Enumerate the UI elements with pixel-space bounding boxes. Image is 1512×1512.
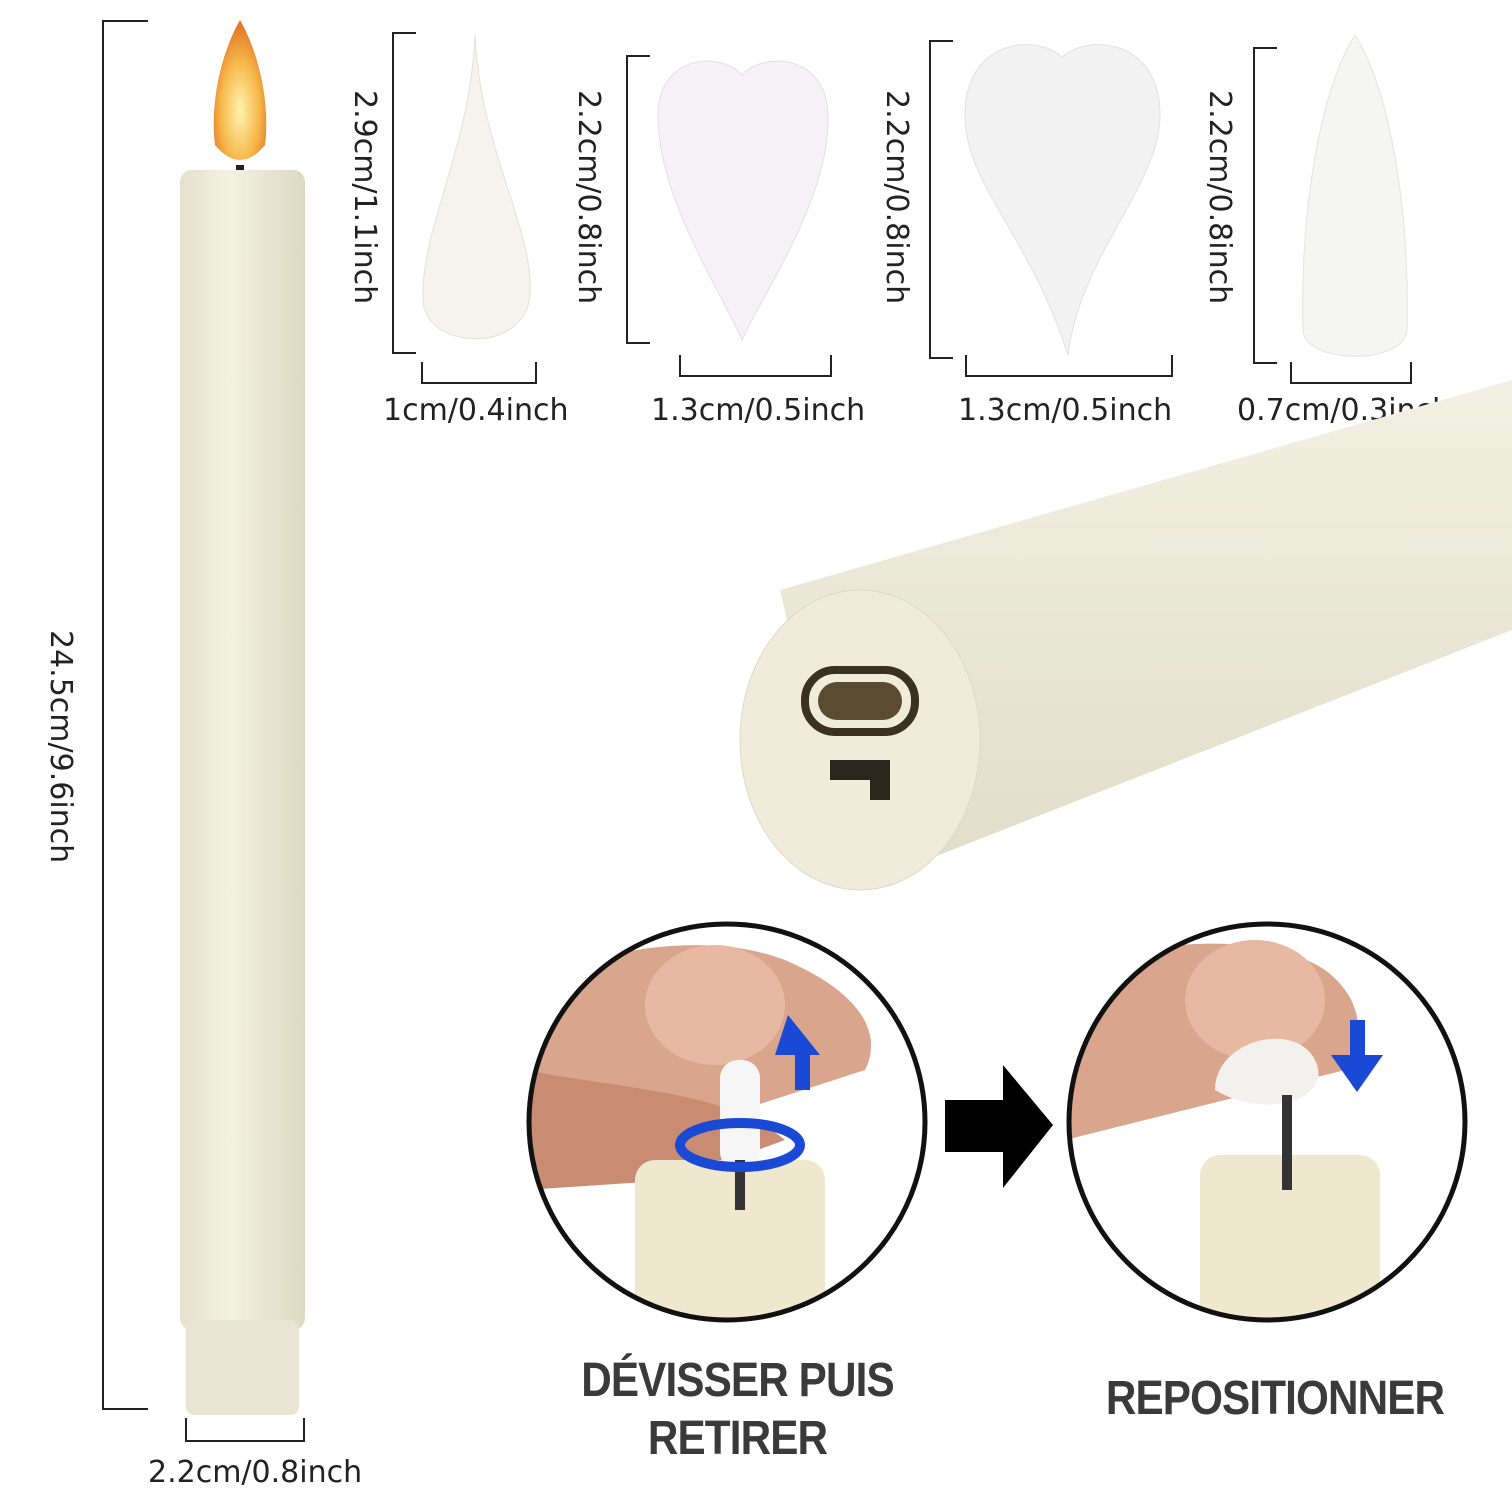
flame3-width-label: 1.3cm/0.5inch [958,393,1173,428]
down-arrow-icon [1331,1020,1383,1092]
bullet-flame [1302,34,1408,357]
next-step-arrow-icon [945,1065,1053,1188]
long-heart-flame [964,44,1161,356]
flame4-height-label: 2.2cm/0.8inch [1202,90,1237,305]
width-bracket [185,1418,305,1442]
candle-base-closeup [739,380,1512,891]
step2-caption: REPOSITIONNER [1105,1372,1445,1425]
flame4-height-bracket [1253,47,1277,364]
flame2-height-bracket [626,55,650,344]
up-arrow-icon [775,1015,820,1090]
flame2-height-label: 2.2cm/0.8inch [571,90,606,305]
candle-height-label: 24.5cm/9.6inch [43,630,78,864]
heart-flame [657,60,829,342]
candle-width-label: 2.2cm/0.8inch [148,1455,363,1490]
flame3-width-bracket [965,355,1173,377]
flame-icon [213,20,267,160]
flame2-width-bracket [679,355,832,377]
flame4-width-bracket [1290,362,1412,384]
flame3-height-label: 2.2cm/0.8inch [879,90,914,305]
step1-unscrew-image [526,921,928,1323]
flame1-height-bracket [392,32,416,354]
switch-icon [830,760,890,800]
rotate-arrow-icon [675,1118,805,1172]
height-bracket [102,20,148,1410]
step2-reposition-image [1066,921,1468,1323]
flame1-height-label: 2.9cm/1.1inch [347,90,382,305]
step1-caption: DÉVISSER PUIS RETIRER [581,1354,894,1465]
flame1-width-bracket [421,362,537,384]
flame3-height-bracket [929,40,953,359]
teardrop-flame [422,34,531,340]
flame1-width-label: 1cm/0.4inch [383,393,569,428]
taper-candle [180,20,305,1415]
usb-c-port-icon [801,666,919,736]
flame2-width-label: 1.3cm/0.5inch [651,393,866,428]
